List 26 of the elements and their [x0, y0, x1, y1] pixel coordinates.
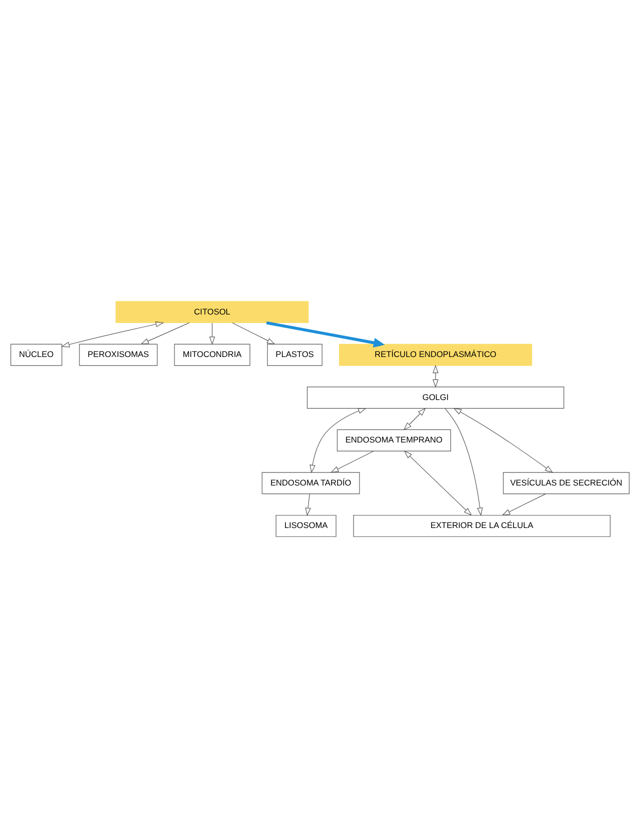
- arrow: [61, 321, 164, 348]
- arrow: [330, 450, 374, 473]
- arrow: [453, 408, 554, 473]
- arrow: [404, 450, 472, 516]
- node-box: ENDOSOMA TARDÍO: [262, 472, 360, 494]
- node-box: RETÍCULO ENDOPLASMÁTICO: [339, 344, 532, 366]
- arrow: [305, 494, 311, 516]
- arrow: [432, 364, 438, 388]
- node-box: MITOCONDRIA: [174, 344, 250, 366]
- node-box: LISOSOMA: [276, 514, 336, 537]
- arrow: [232, 322, 276, 344]
- node-box: VESÍCULAS DE SECRECIÓN: [502, 472, 630, 494]
- node-box: GOLGI: [306, 386, 564, 409]
- node-box: NÚCLEO: [10, 344, 62, 366]
- node-box: PLASTOS: [267, 344, 322, 366]
- node-box: PEROXISOMAS: [79, 344, 158, 366]
- arrow: [444, 408, 483, 516]
- arrow: [403, 408, 426, 430]
- node-box: CITOSOL: [116, 301, 309, 324]
- arrow: [140, 322, 190, 344]
- arrow: [209, 322, 216, 345]
- arrow: [310, 408, 366, 474]
- arrow: [266, 321, 385, 348]
- node-box: EXTERIOR DE LA CÉLULA: [353, 514, 610, 537]
- node-box: ENDOSOMA TEMPRANO: [336, 429, 451, 452]
- arrow: [502, 494, 546, 516]
